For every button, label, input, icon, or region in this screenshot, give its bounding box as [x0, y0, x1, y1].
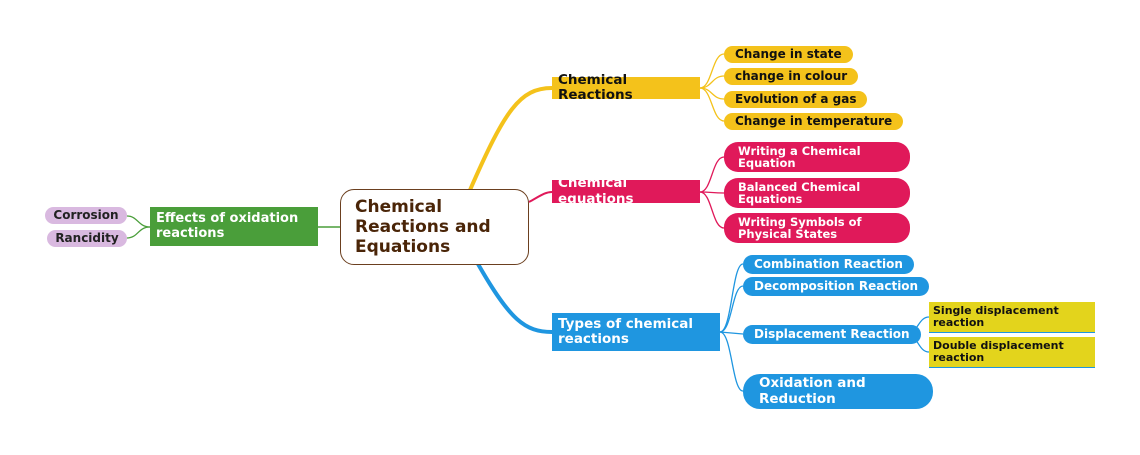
connector-pink-3: [699, 191, 725, 229]
leaf-change-in-colour[interactable]: change in colour: [724, 68, 859, 85]
connector-blue-1: [719, 263, 744, 333]
leaf-label: Combination Reaction: [754, 256, 903, 271]
leaf-label: Evolution of a gas: [735, 91, 857, 106]
leaf-decomposition-reaction[interactable]: Decomposition Reaction: [743, 277, 930, 296]
leaf-oxidation-and-reduction[interactable]: Oxidation and Reduction: [743, 374, 933, 409]
leaf-balanced-chemical-equations[interactable]: Balanced Chemical Equations: [724, 178, 910, 208]
leaf-displacement-reaction[interactable]: Displacement Reaction: [743, 325, 921, 344]
leaf-change-in-state[interactable]: Change in state: [724, 46, 853, 63]
leaf-label: Change in temperature: [735, 113, 893, 128]
connector-center-chemical-reactions: [468, 86, 553, 191]
leaf-label: Double displacement reaction: [933, 338, 1064, 364]
branch-chemical-reactions[interactable]: Chemical Reactions: [552, 72, 700, 103]
connector-effects-rancidity: [126, 226, 151, 239]
connector-center-chemical-equations: [528, 191, 553, 203]
connector-yellow-1: [699, 53, 725, 89]
central-topic[interactable]: Chemical Reactions and Equations: [340, 189, 529, 265]
leaf-single-displacement[interactable]: Single displacement reaction: [929, 302, 1095, 333]
leaf-label: Displacement Reaction: [754, 326, 910, 341]
leaf-corrosion-label: Corrosion: [53, 207, 119, 222]
connector-center-types: [476, 263, 553, 334]
connector-blue-3: [719, 331, 744, 335]
leaf-label: Balanced Chemical Equations: [738, 179, 861, 206]
connector-yellow-4: [699, 87, 725, 122]
branch-effects-label: Effects of oxidation reactions: [156, 210, 299, 241]
leaf-double-displacement[interactable]: Double displacement reaction: [929, 337, 1095, 368]
branch-chemical-reactions-label: Chemical Reactions: [558, 71, 633, 103]
connector-blue-4: [719, 331, 744, 392]
leaf-evolution-of-gas[interactable]: Evolution of a gas: [724, 91, 868, 108]
branch-types-of-chemical-reactions[interactable]: Types of chemical reactions: [552, 313, 720, 351]
branch-types-label: Types of chemical reactions: [558, 315, 694, 347]
leaf-label: change in colour: [735, 68, 848, 83]
central-topic-label: Chemical Reactions and Equations: [355, 196, 491, 258]
leaf-writing-chemical-equation[interactable]: Writing a Chemical Equation: [724, 142, 910, 172]
leaf-label: Writing Symbols of Physical States: [738, 214, 862, 241]
connector-blue-2: [719, 285, 744, 333]
leaf-label: Single displacement reaction: [933, 303, 1059, 329]
leaf-rancidity-label: Rancidity: [55, 230, 119, 245]
branch-chemical-equations[interactable]: Chemical equations: [552, 176, 700, 206]
leaf-label: Oxidation and Reduction: [759, 374, 866, 407]
branch-effects-of-oxidation[interactable]: Effects of oxidation reactions: [150, 207, 318, 246]
leaf-writing-symbols-physical-states[interactable]: Writing Symbols of Physical States: [724, 213, 910, 243]
leaf-label: Change in state: [735, 46, 842, 61]
branch-chemical-equations-label: Chemical equations: [558, 175, 634, 207]
connector-effects-corrosion: [126, 215, 151, 228]
leaf-label: Decomposition Reaction: [754, 278, 919, 293]
leaf-corrosion[interactable]: Corrosion: [45, 207, 127, 224]
leaf-combination-reaction[interactable]: Combination Reaction: [743, 255, 914, 274]
connector-pink-1: [699, 156, 725, 193]
leaf-label: Writing a Chemical Equation: [738, 143, 861, 170]
leaf-change-in-temperature[interactable]: Change in temperature: [724, 113, 904, 130]
leaf-rancidity[interactable]: Rancidity: [47, 230, 127, 247]
